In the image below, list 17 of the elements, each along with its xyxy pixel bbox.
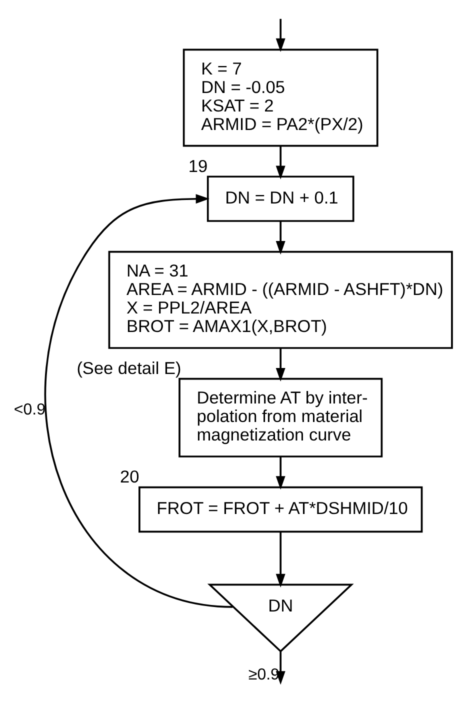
arrow (276, 146, 286, 180)
node-box: FROT = FROT + AT*DSHMID/10 (138, 486, 423, 533)
arrow (276, 456, 286, 490)
node-box: DN = DN + 0.1 (206, 176, 354, 222)
edge-label: <0.9 (14, 400, 46, 418)
arrow (276, 652, 286, 685)
arrow (276, 18, 286, 52)
node-box: NA = 31 AREA = ARMID - ((ARMID - ASHFT)*DN) X = PPL2/AREA BROT = AMAX1(X,BROT) (108, 250, 453, 349)
node-label: 19 (188, 156, 208, 176)
node-box: Determine AT by inter- polation from material magnetization curve (178, 378, 383, 458)
node-label: (See detail E) (76, 358, 182, 378)
arrow (276, 221, 286, 255)
node-box: K = 7 DN = -0.05 KSAT = 2 ARMID = PA2*(PX/2) (182, 48, 378, 147)
arrow (44, 194, 233, 608)
node-label: 20 (120, 466, 140, 487)
arrow (276, 532, 286, 588)
arrow (276, 348, 286, 382)
